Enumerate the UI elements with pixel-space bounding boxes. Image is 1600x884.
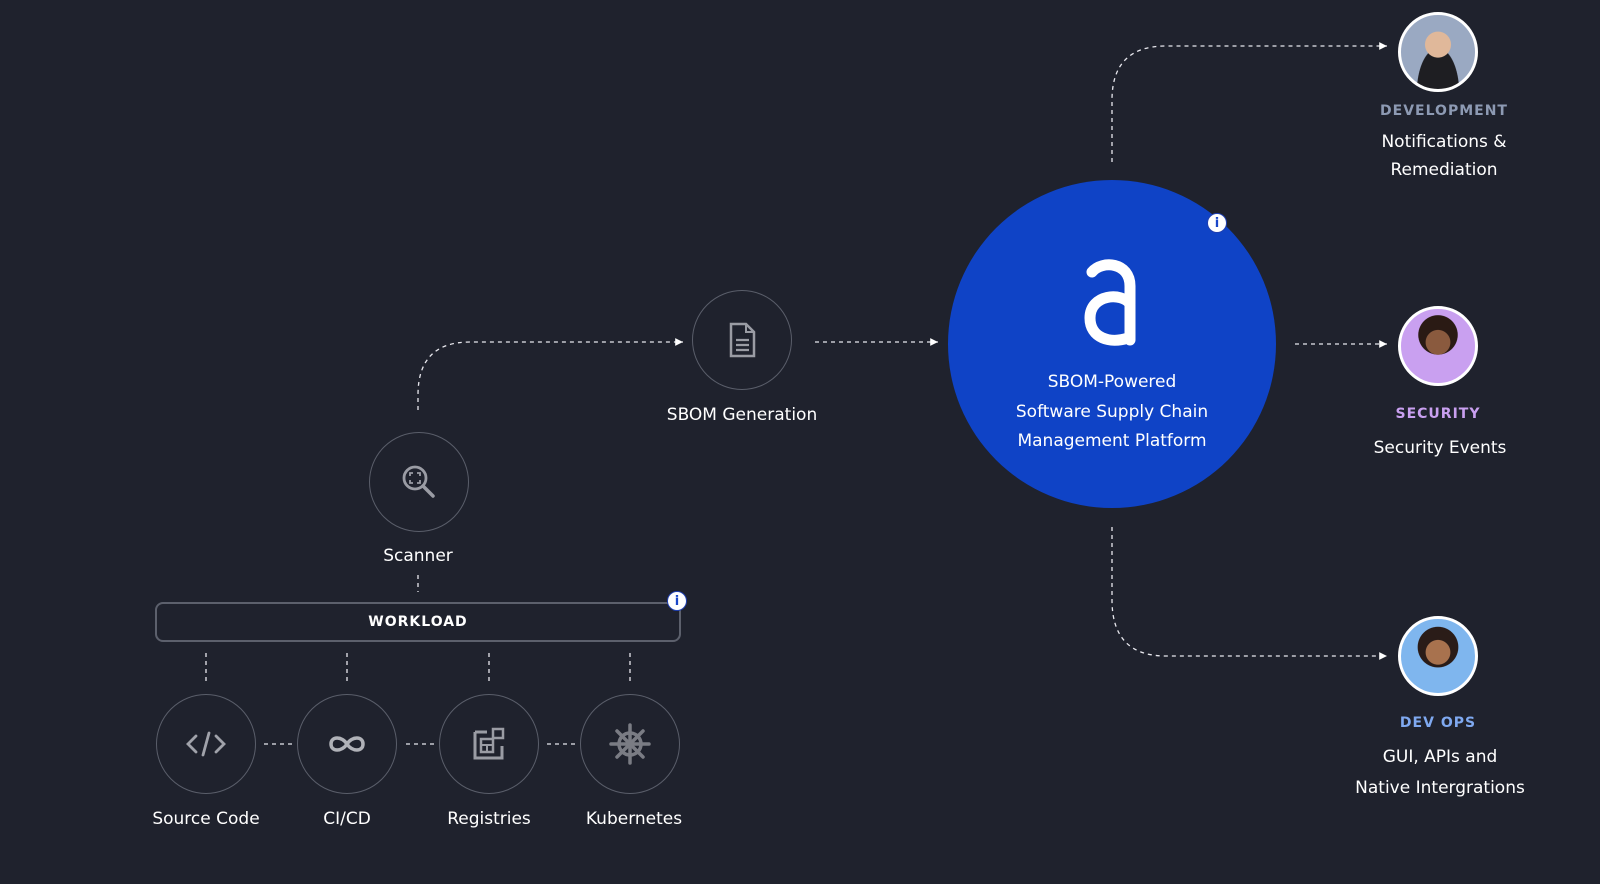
workload-label: WORKLOAD	[368, 614, 468, 630]
security-avatar	[1398, 306, 1478, 386]
registries-node[interactable]	[439, 694, 539, 794]
registry-icon	[473, 727, 505, 760]
security-line-1: Security Events	[1373, 438, 1507, 458]
document-icon	[729, 322, 756, 358]
development-description: Notifications & Remediation	[1381, 128, 1506, 184]
kubernetes-label: Kubernetes	[585, 809, 683, 829]
platform-line-3: Management Platform	[1017, 431, 1207, 451]
workload-info-icon[interactable]: i	[667, 591, 687, 611]
security-role: SECURITY	[1395, 406, 1481, 422]
development-avatar	[1398, 12, 1478, 92]
scanner-label: Scanner	[383, 546, 453, 566]
sbom-generation-node[interactable]	[692, 290, 792, 390]
devops-line-1: GUI, APIs and	[1382, 747, 1498, 767]
workload-box[interactable]: WORKLOAD	[155, 602, 681, 642]
devops-role: DEV OPS	[1399, 715, 1477, 731]
development-role: DEVELOPMENT	[1380, 103, 1508, 119]
cicd-label: CI/CD	[323, 809, 371, 829]
infinity-icon	[329, 736, 365, 752]
code-icon	[186, 731, 226, 757]
development-line-2: Remediation	[1390, 160, 1498, 180]
devops-avatar	[1398, 616, 1478, 696]
cicd-node[interactable]	[297, 694, 397, 794]
security-description: Security Events	[1374, 434, 1507, 462]
platform-circle[interactable]: SBOM-Powered Software Supply Chain Manag…	[948, 180, 1276, 508]
development-line-1: Notifications &	[1381, 132, 1507, 152]
platform-line-1: SBOM-Powered	[1047, 372, 1177, 392]
kubernetes-icon	[609, 723, 651, 765]
platform-logo	[1084, 259, 1136, 346]
platform-description: SBOM-Powered Software Supply Chain Manag…	[948, 368, 1276, 457]
devops-line-2: Native Intergrations	[1355, 778, 1525, 798]
source-code-label: Source Code	[152, 809, 260, 829]
sbom-generation-label: SBOM Generation	[666, 405, 818, 425]
source-code-node[interactable]	[156, 694, 256, 794]
devops-description: GUI, APIs and Native Intergrations	[1355, 742, 1525, 804]
scan-search-icon	[402, 465, 435, 498]
registries-label: Registries	[447, 809, 531, 829]
platform-line-2: Software Supply Chain	[1015, 401, 1209, 422]
platform-info-icon[interactable]: i	[1207, 213, 1227, 233]
kubernetes-node[interactable]	[580, 694, 680, 794]
scanner-node[interactable]	[369, 432, 469, 532]
